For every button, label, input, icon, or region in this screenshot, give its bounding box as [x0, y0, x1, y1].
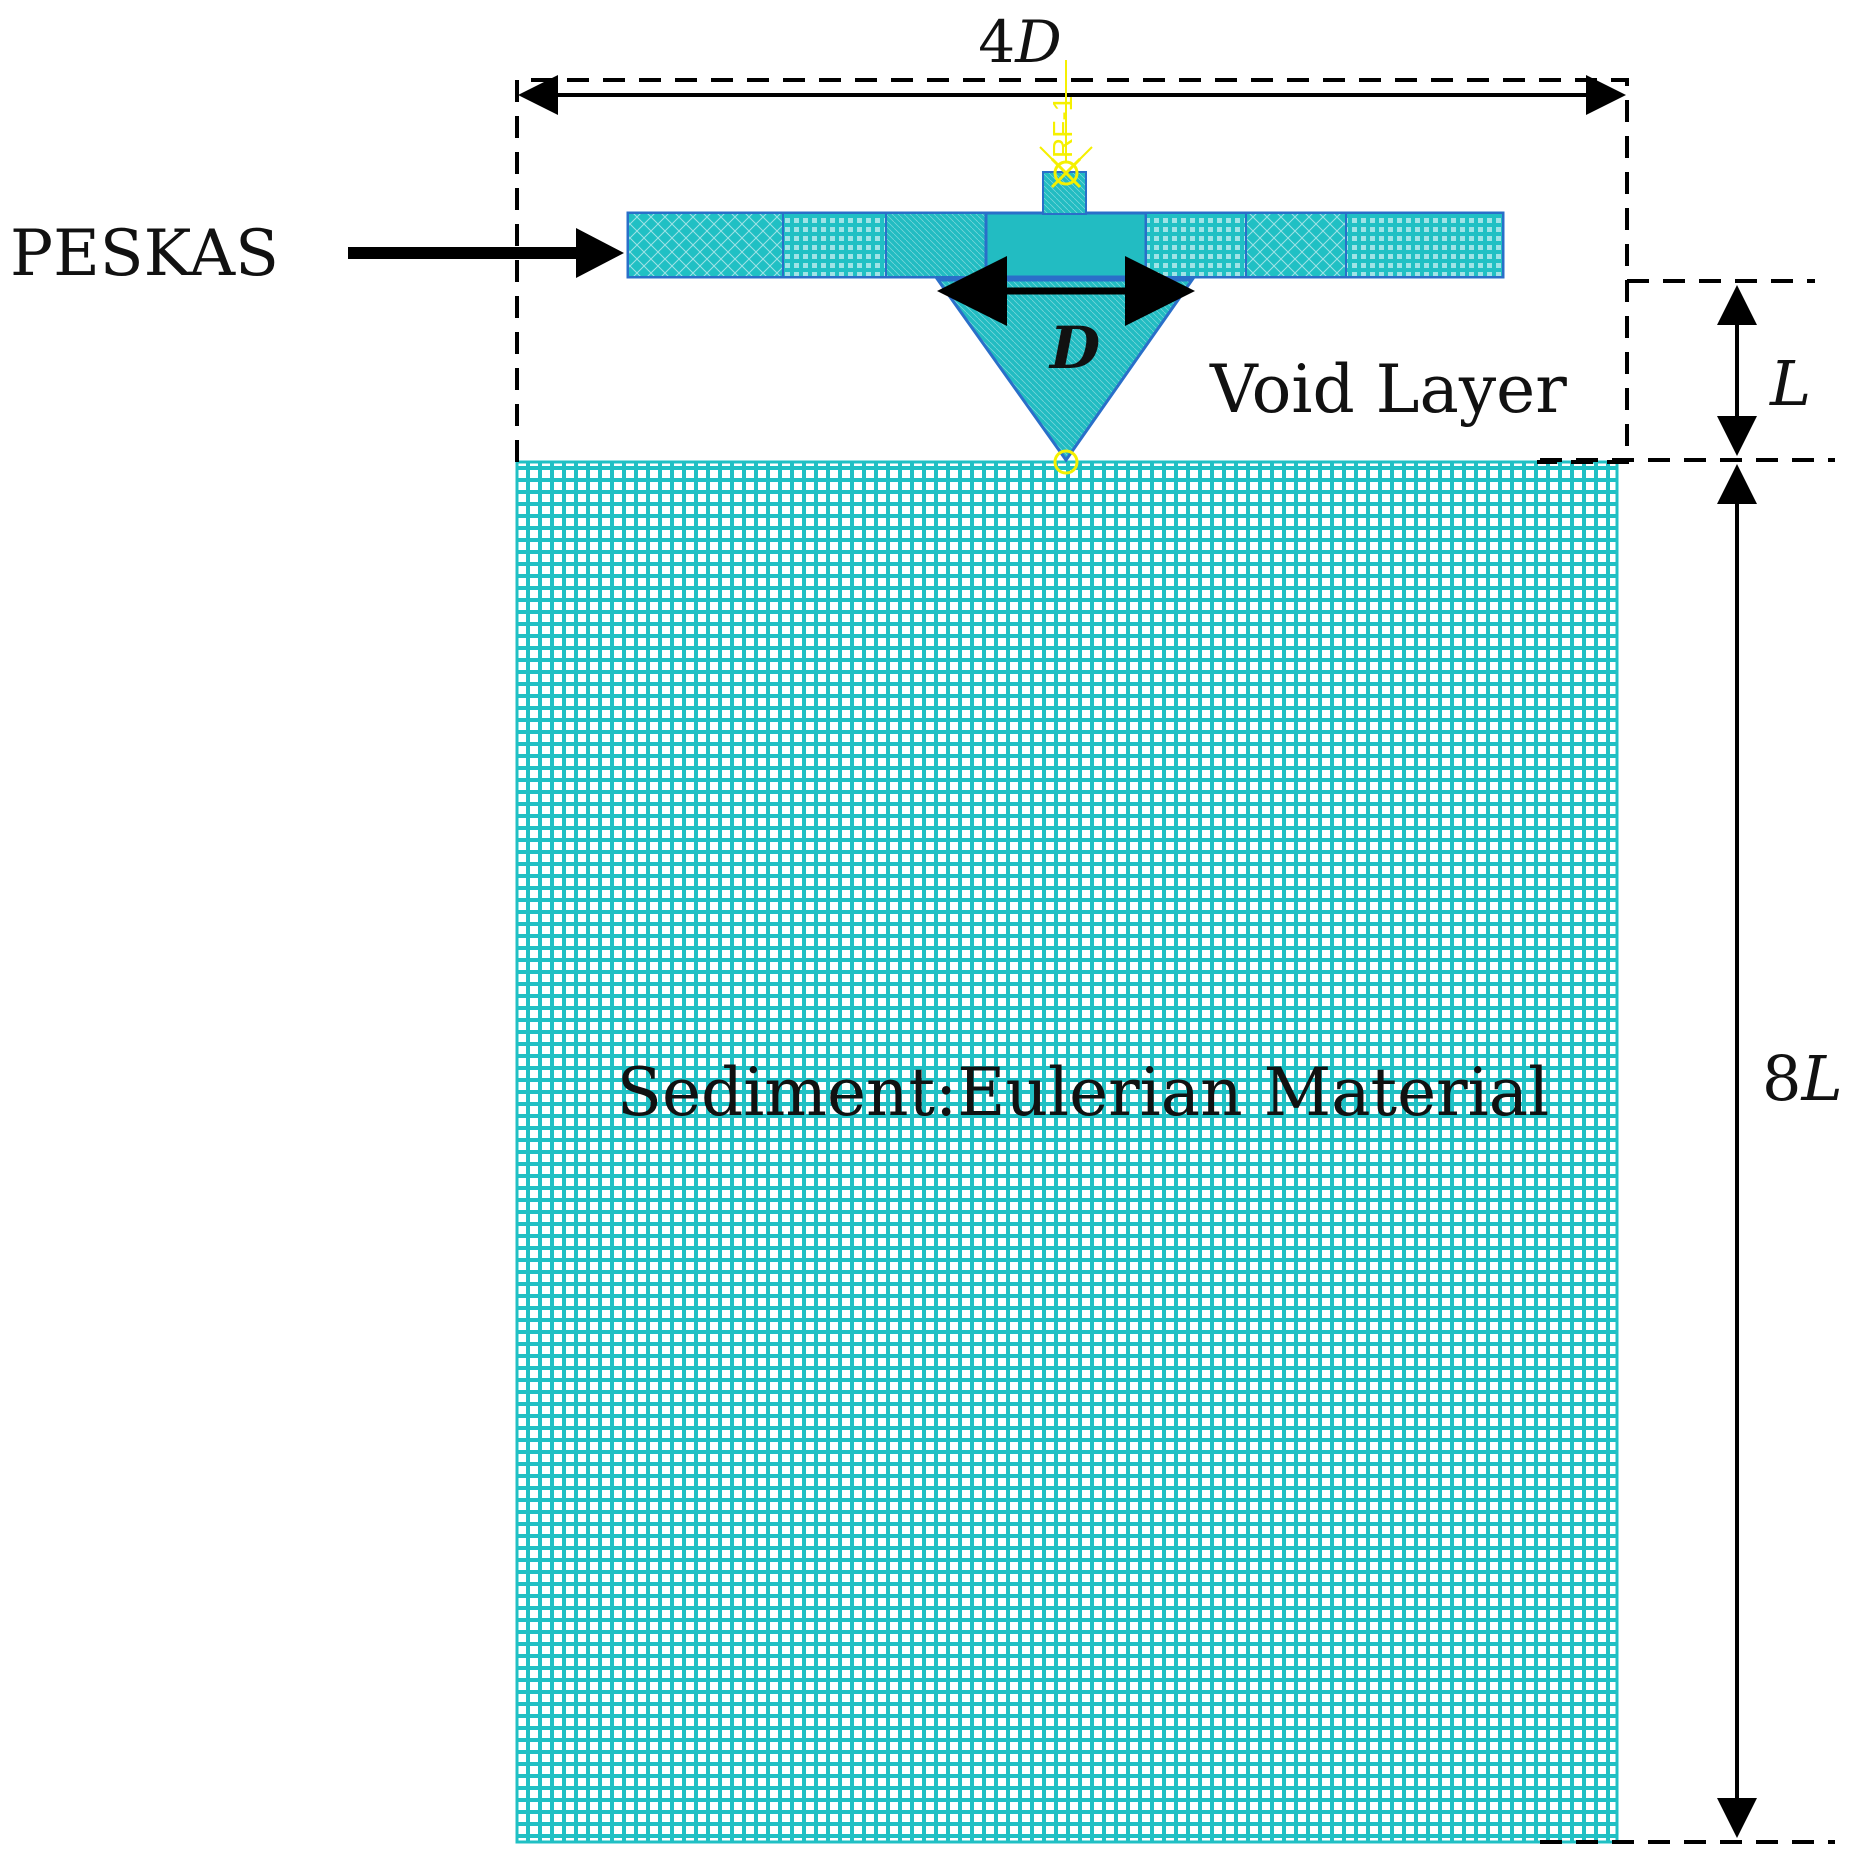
cone-tip-marker — [1053, 449, 1079, 475]
plate-stem — [1042, 171, 1087, 215]
void-layer-label: Void Layer — [1209, 351, 1567, 428]
sediment-mesh — [515, 460, 1619, 1844]
void-layer-boundary — [515, 78, 1629, 464]
sediment-height-coefficient: 8 — [1762, 1042, 1801, 1115]
peskas-label: PESKAS — [10, 217, 279, 291]
reference-point-label: RF-1 — [1047, 96, 1078, 158]
width-dimension-label: 4D — [978, 8, 1061, 76]
width-symbol: D — [1014, 8, 1062, 76]
sediment-height-symbol: L — [1800, 1042, 1842, 1115]
reference-point-marker — [1039, 60, 1093, 189]
width-coefficient: 4 — [978, 8, 1015, 76]
peskas-pointer-arrowhead — [576, 228, 624, 278]
sediment-height-label: 8L — [1762, 1042, 1843, 1115]
sediment-label: Sediment:Eulerian Material — [617, 1054, 1550, 1131]
peskas-plate — [626, 211, 1505, 279]
void-height-label: L — [1769, 347, 1811, 420]
diameter-label: D — [1048, 314, 1100, 382]
